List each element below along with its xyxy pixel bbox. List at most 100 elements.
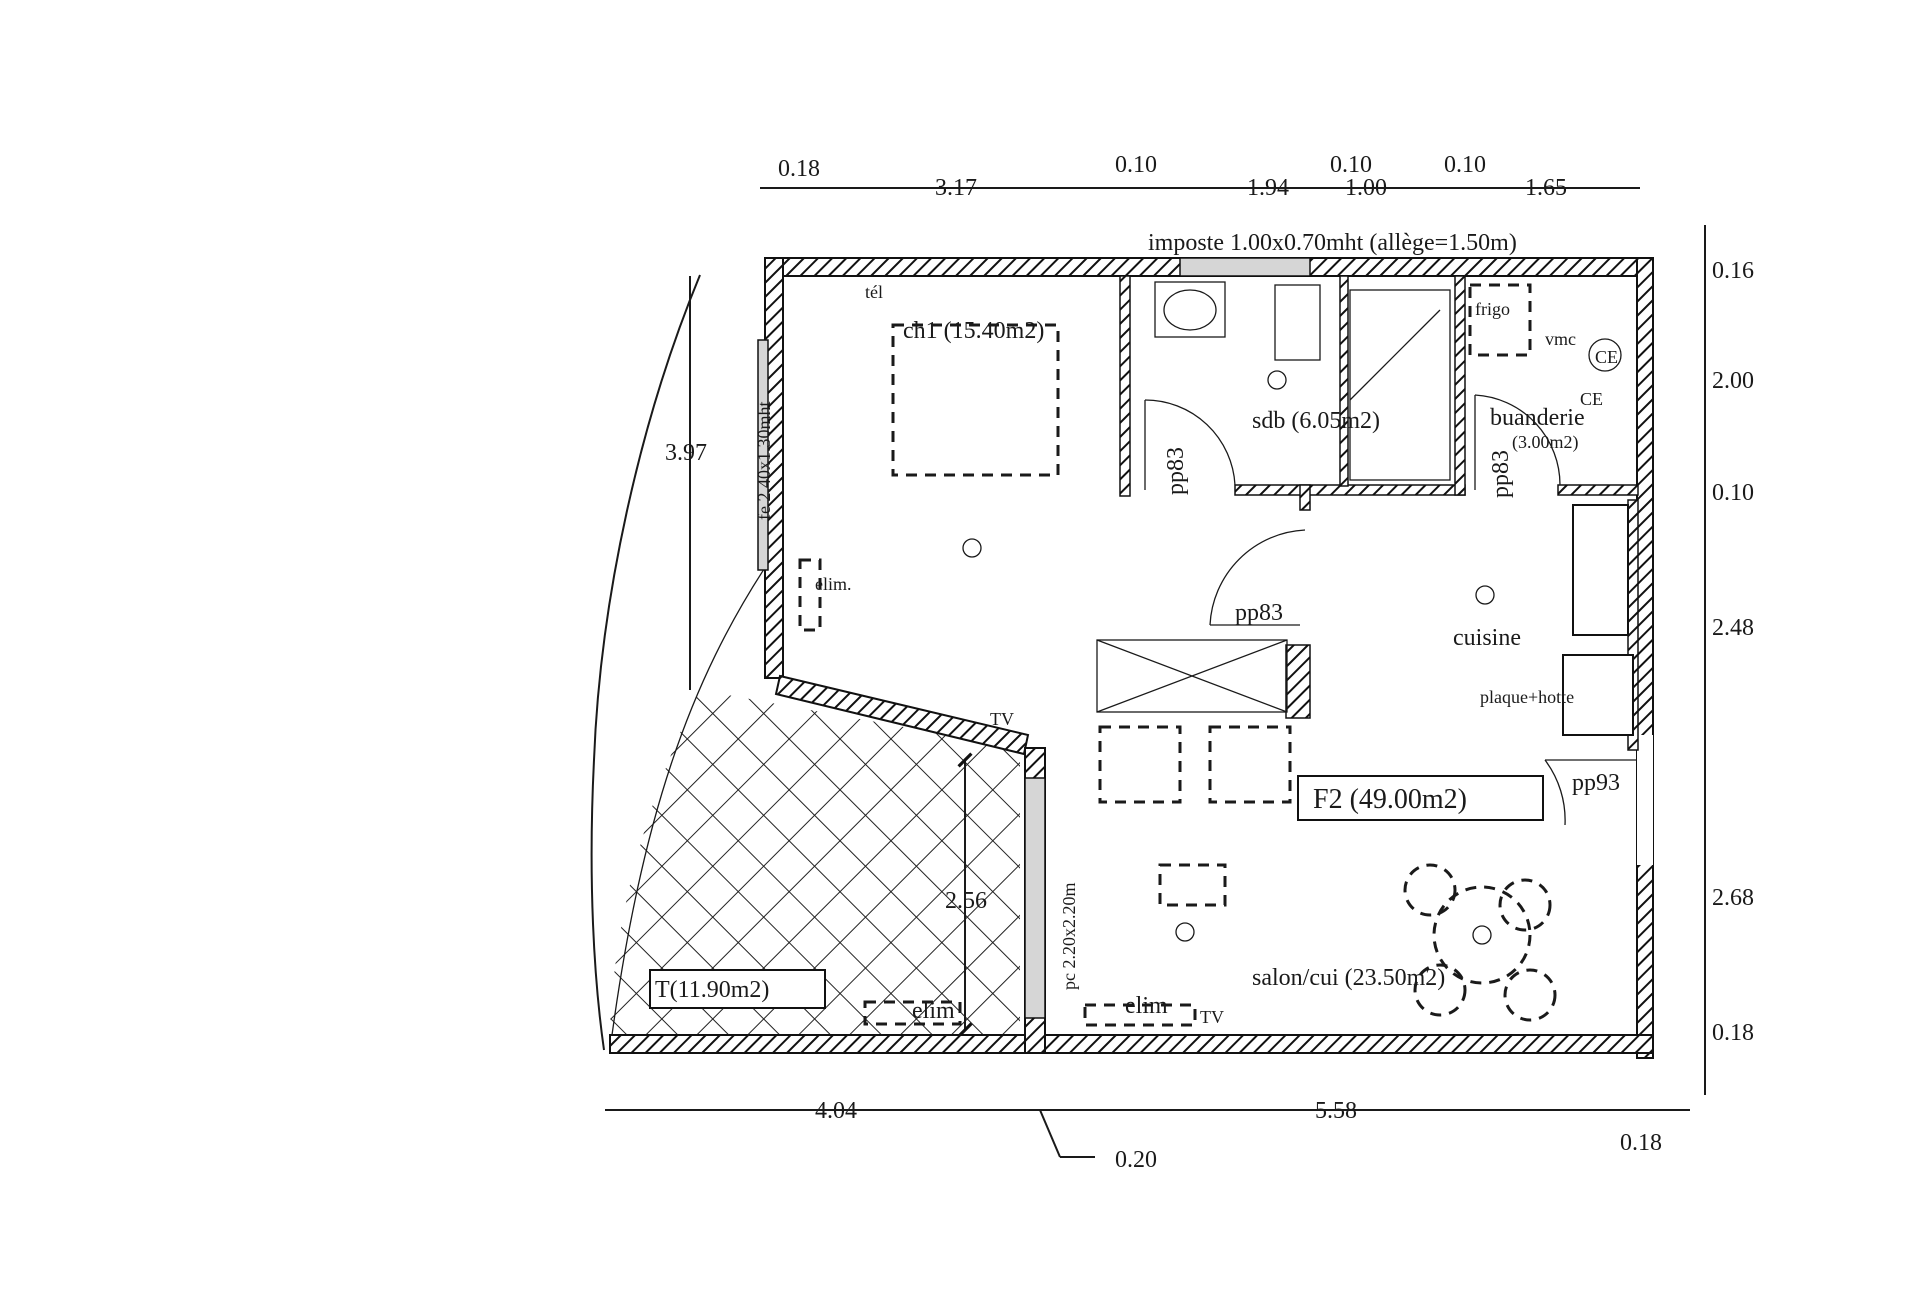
dining-chair-1 [1403,863,1457,917]
dimension-labels: 0.18 3.17 0.10 1.94 0.10 1.00 0.10 1.65 … [665,152,1754,1173]
dim-top-7: 1.65 [1525,175,1567,201]
island-diag-2 [1096,639,1288,713]
dining-chair-4 [1503,968,1557,1022]
room-chambre: ch1 (15.40m2) [903,318,1044,344]
label-plaque-hotte: plaque+hotte [1480,687,1574,707]
terrace-label-box [649,969,826,1009]
partition-bath-step [1299,484,1311,511]
dim-top-5: 1.00 [1345,175,1387,201]
label-tv-salon: TV [1200,1007,1224,1027]
terrace [590,274,1020,1051]
ceiling-light-bath [1267,370,1287,390]
partition-laundry-bottom [1557,484,1639,496]
dining-table [1432,885,1532,985]
note-fenetre-chambre: fe 2.40x1.30mht [754,402,774,521]
room-salon: salon/cui (23.50m2) [1252,965,1445,991]
total-label-box [1297,775,1544,821]
ceiling-light-kitchen [1475,585,1495,605]
shower-tray [1349,289,1451,481]
dim-right-5: 0.18 [1712,1020,1754,1046]
shower-diagonal [1349,309,1441,401]
walls [609,257,1654,1059]
dim-right-4: 2.68 [1712,885,1754,911]
door-label-bath: pp83 [1163,447,1189,495]
furniture [798,281,1634,1027]
dim-top-2: 0.10 [1115,152,1157,178]
label-frigo: frigo [1475,299,1510,319]
dim-right-2: 0.10 [1712,480,1754,506]
label-elim-terrace: elim [912,998,955,1024]
radiator-bedroom [798,558,822,632]
partition-shower [1339,275,1349,487]
room-buanderie-area: (3.00m2) [1512,432,1579,453]
bed [891,323,1060,477]
label-elim-bedroom: elim. [815,574,852,594]
room-total: F2 (49.00m2) [1313,784,1467,815]
note-porte-salon: pc 2.20x2.20m [1059,883,1079,991]
door-label-bedroom: pp83 [1235,600,1283,626]
dim-bottom-3: 0.20 [1115,1147,1157,1173]
door-swing-entry [1544,759,1566,826]
dim-bottom-0: 4.04 [815,1098,857,1124]
label-tel: tél [865,282,883,302]
dim-right-0: 0.16 [1712,258,1754,284]
dining-chair-3 [1413,963,1467,1017]
label-ce-2: CE [1580,389,1603,409]
sink [1572,504,1629,636]
dim-left-0: 3.97 [665,440,707,466]
window-imposte [1179,257,1311,277]
room-sdb: sdb (6.05m2) [1252,408,1380,434]
radiator-salon [1083,1003,1197,1027]
note-imposte: imposte 1.00x0.70mht (allège=1.50m) [1148,230,1517,256]
ceiling-light-dining [1472,925,1492,945]
dim-bottom-1: 5.58 [1315,1098,1357,1124]
notes: imposte 1.00x0.70mht (allège=1.50m) fe 2… [754,230,1517,990]
wall-bottom [609,1034,1654,1054]
ceiling-light-salon [1175,922,1195,942]
door-swing-bath [1144,399,1236,486]
label-ce-1: CE [1595,347,1618,367]
dim-top-1: 3.17 [935,175,977,201]
dimension-lines [605,187,1706,1158]
room-terrasse: T(11.90m2) [655,977,769,1003]
dim-right-1: 2.00 [1712,368,1754,394]
chair-2 [1208,725,1292,804]
fixture-labels: frigo vmc CE CE plaque+hotte elim. elim … [815,282,1618,1027]
chair-1 [1098,725,1182,804]
dim-top-3: 1.94 [1247,175,1289,201]
room-buanderie: buanderie [1490,405,1585,431]
fridge [1468,283,1532,357]
door-labels: pp83 pp83 pp83 pp93 [1163,447,1620,796]
cooktop [1562,654,1634,736]
toilet [1274,284,1321,361]
coffee-table [1158,863,1227,907]
terrace-edge-arc [590,274,701,1051]
doors [1144,394,1637,826]
window-bedroom [757,339,769,571]
terrace-lattice [610,690,1020,1035]
door-label-laundry: pp83 [1488,450,1514,498]
label-tv-bedroom: TV [990,709,1014,729]
dining-chair-2 [1498,878,1552,932]
terrace-edge-arc-inner [609,559,771,1051]
radiator-terrace-side [863,1000,962,1026]
label-vmc: vmc [1545,329,1576,349]
dim-top-0: 0.18 [778,156,820,182]
dim-top-6: 0.10 [1444,152,1486,178]
dim-terrace-depth: 2.56 [945,888,987,914]
door-swing-laundry [1474,394,1561,486]
dim-top-4: 0.10 [1330,152,1372,178]
partition-bath-bottom [1234,484,1466,496]
dim-right-3: 2.48 [1712,615,1754,641]
dim-0-20-leader [1039,1109,1061,1158]
right-wall-opening [1637,735,1653,865]
dim-bottom-2: 0.18 [1620,1130,1662,1156]
wall-right [1636,257,1654,1059]
ce-circle [1588,338,1622,372]
partitions [1119,275,1639,751]
partition-bath-laundry [1454,275,1466,496]
cupboard-block [1285,644,1311,719]
door-swing-bedroom [1209,529,1306,626]
washbasin [1154,281,1226,338]
